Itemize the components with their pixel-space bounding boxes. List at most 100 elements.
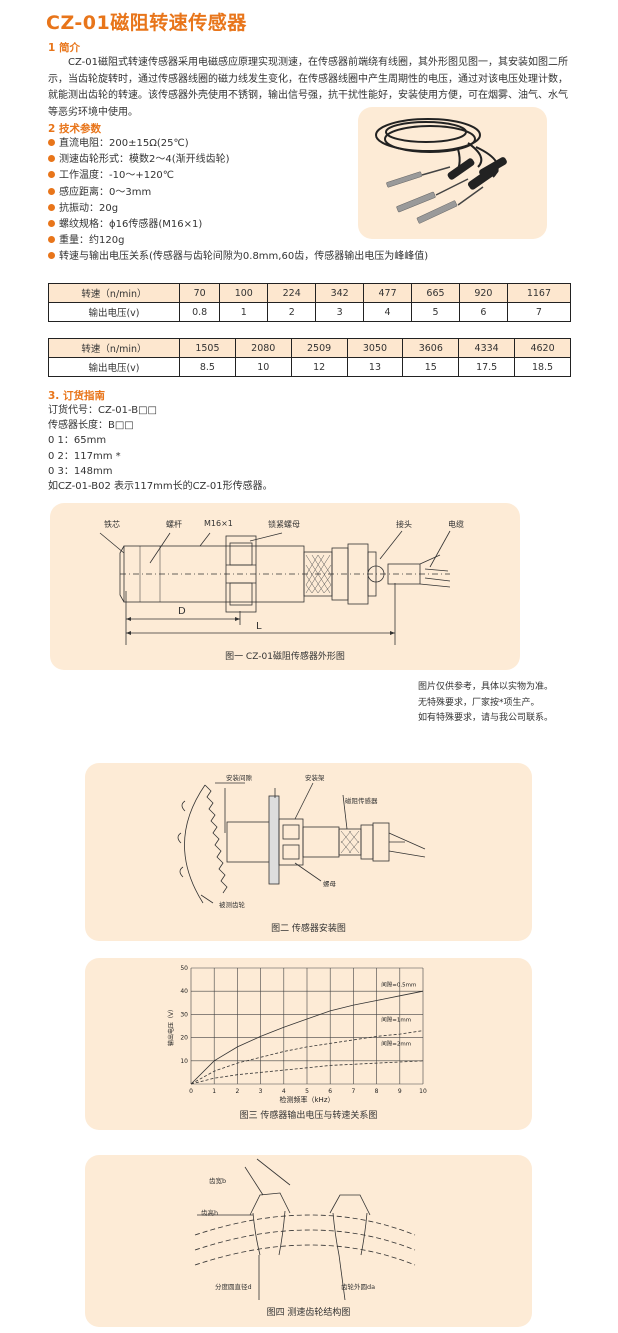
x-tick-label: 8 <box>375 1088 379 1095</box>
x-axis-label: 检测频率（kHz） <box>280 1095 335 1104</box>
bullet-icon <box>48 155 55 163</box>
bullet-icon <box>48 252 55 260</box>
y-tick-label: 50 <box>180 965 188 972</box>
label-connector: 接头 <box>396 520 412 529</box>
order-list: 订货代号：CZ-01-B□□ 传感器长度：B□□ 0 1：65mm 0 2：11… <box>48 403 273 494</box>
row-label-speed: 转速（n/min） <box>48 338 180 358</box>
figure-2-panel: 安装间隙 安装架 磁阻传感器 被测齿轮 螺母 图二 传感器安装图 <box>85 763 532 941</box>
figure-4-caption: 图四 测速齿轮结构图 <box>266 1308 351 1318</box>
label-bracket: 安装架 <box>305 774 325 782</box>
x-tick-label: 10 <box>419 1088 427 1095</box>
row-label-voltage: 输出电压(v) <box>48 357 180 377</box>
notes: 图片仅供参考，具体以实物为准。 无特殊要求，厂家按*项生产。 如有特殊要求，请与… <box>418 680 553 727</box>
label-rod: 螺杆 <box>166 520 182 529</box>
bullet-icon <box>48 139 55 146</box>
x-tick-label: 2 <box>235 1088 239 1095</box>
page-title: CZ-01磁阻转速传感器 <box>46 12 247 34</box>
cell: 4620 <box>514 338 571 358</box>
note-line: 无特殊要求，厂家按*项生产。 <box>418 697 540 708</box>
cell: 2080 <box>234 338 292 358</box>
cell: 12 <box>290 357 348 377</box>
intro-text: CZ-01磁阻式转速传感器采用电磁感应原理实现测速，在传感器前端绕有线圈，其外形… <box>48 57 568 118</box>
specs-heading: 2 技术参数 <box>48 123 101 135</box>
series-line <box>190 1060 424 1085</box>
label-gap: 安装间隙 <box>226 774 252 782</box>
order-line: 订货代号：CZ-01-B□□ <box>48 405 157 416</box>
label-tooth-width: 齿宽b <box>209 1177 227 1185</box>
cell: 2 <box>267 302 317 322</box>
x-tick-label: 7 <box>351 1088 355 1095</box>
series-label: 间隙=2mm <box>381 1040 411 1048</box>
cell: 5 <box>411 302 460 322</box>
spec-item: 抗振动：20g <box>48 201 508 217</box>
label-pitch-diameter: 分度圆直径d <box>215 1283 252 1291</box>
spec-text: 工作温度：-10～+120℃ <box>59 170 175 182</box>
bullet-icon <box>48 171 55 179</box>
cell: 665 <box>411 283 460 303</box>
series-line <box>190 990 424 1085</box>
speed-voltage-table-2: 转速（n/min） 1505 2080 2509 3050 3606 4334 … <box>48 338 571 377</box>
y-tick-label: 20 <box>180 1035 188 1042</box>
spec-item: 工作温度：-10～+120℃ <box>48 168 508 184</box>
cell: 15 <box>402 357 460 377</box>
cell: 1 <box>219 302 269 322</box>
order-line: 0 1：65mm <box>48 435 107 447</box>
x-tick-label: 1 <box>212 1088 216 1095</box>
spec-text: 螺纹规格：ϕ16传感器(M16×1) <box>59 219 203 231</box>
cell: 10 <box>234 357 292 377</box>
label-gear: 被测齿轮 <box>219 901 245 909</box>
x-tick-label: 6 <box>328 1088 332 1095</box>
figure-3-caption: 图三 传感器输出电压与转速关系图 <box>239 1111 378 1121</box>
spec-text: 转速与输出电压关系(传感器与齿轮间隙为0.8mm,60齿，传感器输出电压为峰峰值… <box>59 251 429 263</box>
cell: 224 <box>267 283 317 303</box>
bullet-icon <box>48 236 55 244</box>
order-line: 传感器长度：B□□ <box>48 420 134 432</box>
cell: 100 <box>219 283 269 303</box>
cell: 13 <box>346 357 404 377</box>
bullet-icon <box>48 203 55 211</box>
x-tick-label: 5 <box>305 1088 309 1095</box>
note-line: 如有特殊要求，请与我公司联系。 <box>418 713 554 723</box>
cell: 477 <box>363 283 413 303</box>
series-label: 间隙=0.5mm <box>381 981 416 989</box>
order-line: 0 3：148mm <box>48 465 113 477</box>
bullet-icon <box>48 220 55 228</box>
series-label: 间隙=1mm <box>381 1015 411 1023</box>
order-line: 0 2：117mm * <box>48 450 121 462</box>
row-label-voltage: 输出电压(v) <box>48 302 180 322</box>
label-thread: M16×1 <box>204 519 233 528</box>
spec-text: 测速齿轮形式：模数2～4(渐开线齿轮) <box>59 154 230 166</box>
cell: 342 <box>315 283 365 303</box>
spec-item: 直流电阻：200±15Ω(25℃) <box>48 136 508 152</box>
x-tick-label: 4 <box>282 1088 286 1095</box>
dimension-l: L <box>256 621 262 632</box>
product-photo <box>358 107 547 239</box>
spec-text: 重量：约120g <box>59 235 125 247</box>
spec-text: 直流电阻：200±15Ω(25℃) <box>59 138 189 149</box>
figure-4-panel: 齿宽b 齿高h 分度圆直径d 齿轮外圆da 图四 测速齿轮结构图 <box>85 1155 532 1327</box>
row-label-speed: 转速（n/min） <box>48 283 180 303</box>
specs-list: 直流电阻：200±15Ω(25℃) 测速齿轮形式：模数2～4(渐开线齿轮) 工作温度… <box>48 136 508 266</box>
spec-text: 抗振动：20g <box>59 202 119 214</box>
label-nut: 螺母 <box>323 880 336 888</box>
spec-item: 转速与输出电压关系(传感器与齿轮间隙为0.8mm,60齿，传感器输出电压为峰峰值… <box>48 249 508 265</box>
spec-item: 螺纹规格：ϕ16传感器(M16×1) <box>48 217 508 233</box>
spec-item: 重量：约120g <box>48 233 508 249</box>
y-tick-label: 30 <box>180 1011 188 1018</box>
y-tick-label: 10 <box>180 1058 188 1065</box>
cell: 2509 <box>290 338 348 358</box>
figure-2-caption: 图二 传感器安装图 <box>271 924 346 934</box>
label-core: 铁芯 <box>104 520 120 529</box>
dimension-d: D <box>178 606 186 617</box>
order-line: 如CZ-01-B02 表示117mm长的CZ-01形传感器。 <box>48 481 273 493</box>
cell: 70 <box>178 283 221 303</box>
cell: 920 <box>458 283 508 303</box>
speed-voltage-table-1: 转速（n/min） 70 100 224 342 477 665 920 116… <box>48 283 572 322</box>
spec-text: 感应距离：0～3mm <box>59 186 152 198</box>
cell: 6 <box>458 302 508 322</box>
label-nut: 锁紧螺母 <box>268 520 300 529</box>
cell: 17.5 <box>458 357 516 377</box>
cell: 3 <box>315 302 365 322</box>
cell: 7 <box>506 302 572 322</box>
